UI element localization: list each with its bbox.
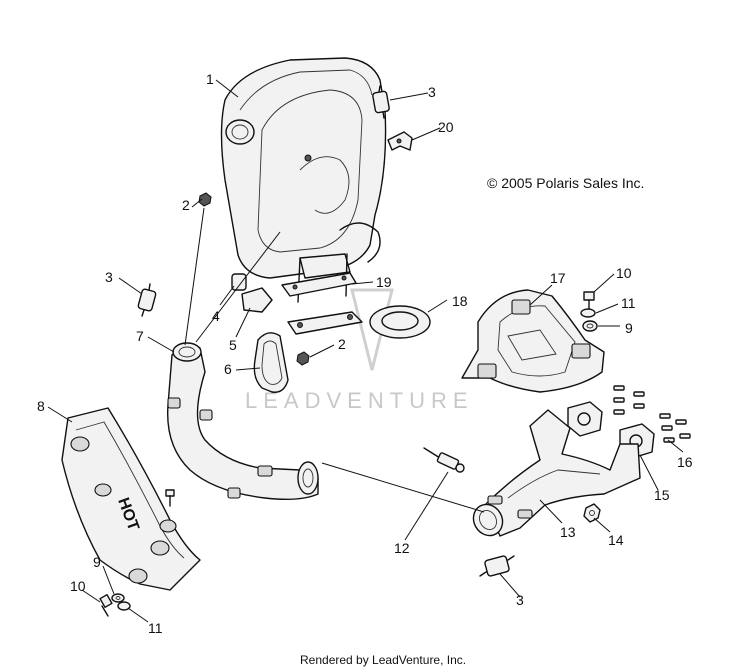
gaskets-15 <box>567 401 655 459</box>
watermark: LEADVENTURE <box>245 288 474 413</box>
mount-4 <box>231 273 247 291</box>
nut-2-lower <box>296 351 310 366</box>
manifold-13 <box>472 409 641 537</box>
washer-11-lower <box>117 601 131 611</box>
isolator-3-lower <box>479 555 515 577</box>
heat-shield-8: HOT <box>61 407 201 591</box>
nut-14 <box>583 503 601 523</box>
callout-7: 7 <box>136 328 144 344</box>
callout-19: 19 <box>376 274 392 290</box>
callout-14: 14 <box>608 532 624 548</box>
bracket-20 <box>387 131 413 151</box>
callout-13: 13 <box>560 524 576 540</box>
bolt-10-lower <box>99 593 113 617</box>
gasket-18 <box>369 305 431 339</box>
isolator-3-left <box>137 283 157 317</box>
callout-15: 15 <box>654 487 670 503</box>
callout-10-lower: 10 <box>70 578 86 594</box>
watermark-text: LEADVENTURE <box>245 388 474 413</box>
studs-16 <box>613 385 691 443</box>
washer-9-upper <box>582 320 598 332</box>
callout-3-lower: 3 <box>516 592 524 608</box>
callout-12: 12 <box>394 540 410 556</box>
washer-9-lower <box>111 593 125 603</box>
muffler <box>220 57 387 303</box>
washer-11-upper <box>580 308 596 318</box>
callout-9-upper: 9 <box>625 320 633 336</box>
callout-3-left: 3 <box>105 269 113 285</box>
callout-3-upper: 3 <box>428 84 436 100</box>
gasket-6 <box>253 332 289 393</box>
callout-2-lower: 2 <box>338 336 346 352</box>
isolator-3-upper <box>372 85 390 119</box>
callout-17: 17 <box>550 270 566 286</box>
plate-19 <box>281 272 363 335</box>
callout-10-upper: 10 <box>616 265 632 281</box>
clamp-5 <box>241 287 273 313</box>
copyright-text: © 2005 Polaris Sales Inc. <box>487 175 644 191</box>
bolt-small <box>165 489 175 507</box>
callout-16: 16 <box>677 454 693 470</box>
callout-5: 5 <box>229 337 237 353</box>
callout-20: 20 <box>438 119 454 135</box>
bolt-10-upper <box>583 291 595 311</box>
exhaust-pipe-7 <box>166 342 319 501</box>
heat-shield-17 <box>461 289 605 393</box>
callout-9-lower: 9 <box>93 554 101 570</box>
callout-18: 18 <box>452 293 468 309</box>
callout-8: 8 <box>37 398 45 414</box>
callout-1: 1 <box>206 71 214 87</box>
sensor-12 <box>423 447 465 473</box>
callout-labels: 1 2 2 3 3 3 4 5 6 7 8 9 9 10 10 11 11 12… <box>37 71 693 636</box>
callout-6: 6 <box>224 361 232 377</box>
callout-2-upper: 2 <box>182 197 190 213</box>
footer-text: Rendered by LeadVenture, Inc. <box>300 653 466 667</box>
leader-lines <box>47 79 684 623</box>
callout-11-upper: 11 <box>621 295 636 311</box>
callout-4: 4 <box>212 308 220 324</box>
callout-11-lower: 11 <box>148 620 163 636</box>
